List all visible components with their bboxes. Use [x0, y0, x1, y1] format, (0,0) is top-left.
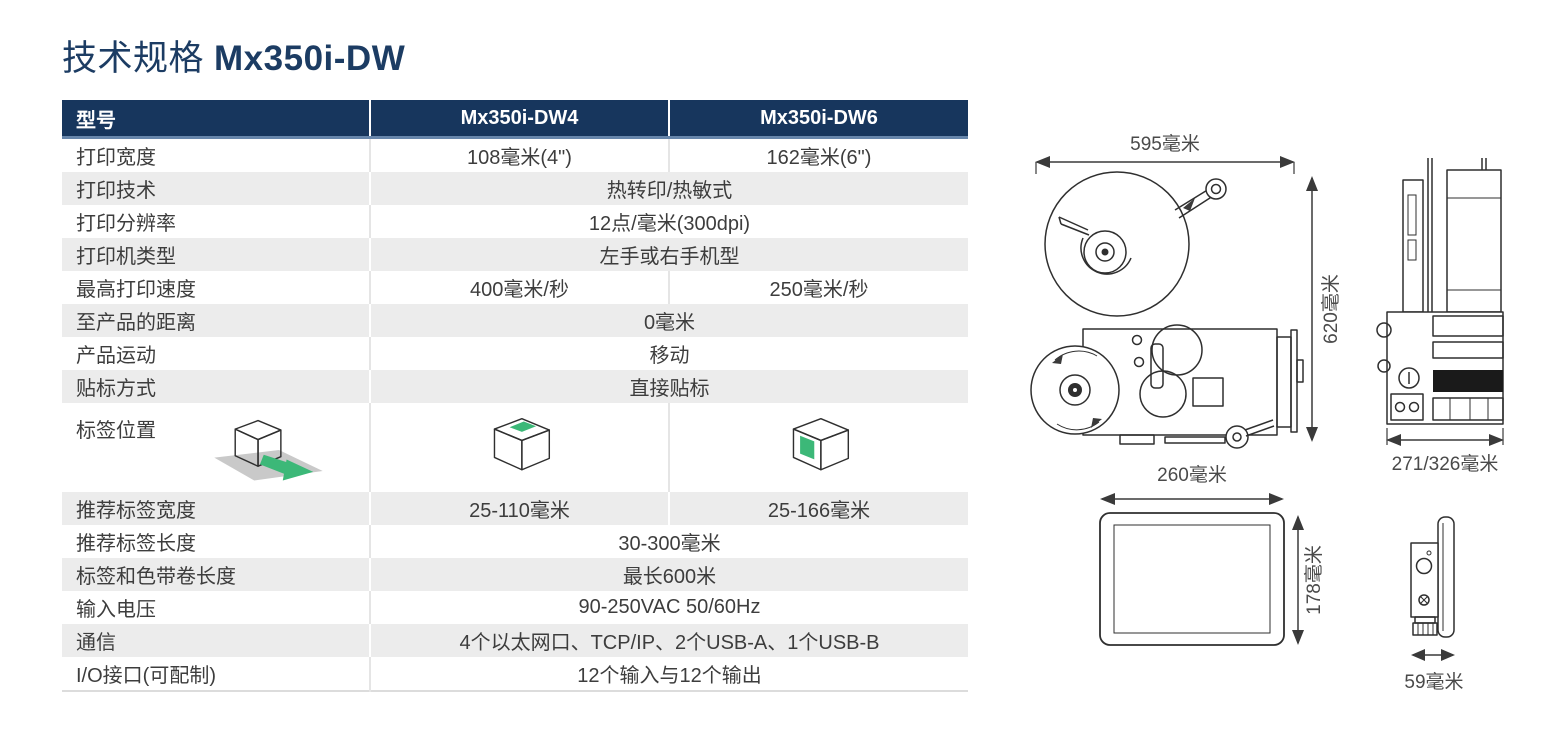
row-value-dw6: 162毫米(6")	[766, 147, 872, 169]
row-value-dw6: 250毫米/秒	[769, 279, 869, 301]
table-row: 通信 4个以太网口、TCP/IP、2个USB-A、1个USB-B	[62, 624, 968, 657]
row-label: 标签位置	[76, 419, 156, 442]
spec-table: 型号 Mx350i-DW4 Mx350i-DW6 打印宽度 108毫米(4") …	[62, 100, 968, 692]
row-value: 0毫米	[643, 312, 696, 334]
row-value: 最长600米	[622, 566, 717, 588]
row-value-dw6: 25-166毫米	[767, 500, 871, 522]
row-label: 贴标方式	[62, 370, 371, 403]
table-row: 打印宽度 108毫米(4") 162毫米(6")	[62, 137, 968, 172]
table-header-row: 型号 Mx350i-DW4 Mx350i-DW6	[62, 100, 968, 139]
row-value: 30-300毫米	[618, 533, 721, 555]
side-view-width-label: 595毫米	[1130, 133, 1200, 155]
row-label: 最高打印速度	[62, 271, 371, 304]
row-label: 标签和色带卷长度	[62, 558, 371, 591]
table-row: 至产品的距离 0毫米	[62, 304, 968, 337]
row-value-dw4-cell	[370, 403, 670, 492]
row-value: 12个输入与12个输出	[577, 665, 762, 687]
row-value-dw4: 108毫米(4")	[370, 137, 670, 172]
row-label: 打印宽度	[62, 137, 371, 172]
row-label: 通信	[62, 624, 371, 657]
row-label: 打印分辨率	[62, 205, 371, 238]
row-label-cell: 标签位置	[62, 403, 371, 492]
touchscreen-side-diagram: 59毫米	[1393, 503, 1483, 718]
row-value-dw6-cell	[669, 403, 968, 492]
side-view-height-label: 620毫米	[1320, 274, 1342, 344]
row-label: 输入电压	[62, 591, 371, 624]
row-label: 产品运动	[62, 337, 371, 370]
table-row: 推荐标签长度 30-300毫米	[62, 525, 968, 558]
table-row: 打印技术 热转印/热敏式	[62, 172, 968, 205]
table-row: I/O接口(可配制) 12个输入与12个输出	[62, 657, 968, 691]
header-dw6: Mx350i-DW6	[669, 100, 968, 139]
page-title-model: Mx350i-DW	[214, 39, 406, 78]
box-label-on-top-icon	[493, 417, 550, 470]
row-value-dw4: 400毫米/秒	[370, 271, 670, 304]
table-row: 最高打印速度 400毫米/秒 250毫米/秒	[62, 271, 968, 304]
box-on-conveyor-arrow-icon	[214, 419, 323, 480]
table-row: 推荐标签宽度 25-110毫米 25-166毫米	[62, 492, 968, 525]
front-view-width-label: 271/326毫米	[1392, 453, 1499, 475]
page-title-prefix: 技术规格	[62, 39, 205, 78]
table-row: 打印分辨率 12点/毫米(300dpi)	[62, 205, 968, 238]
header-dw4: Mx350i-DW4	[370, 100, 670, 139]
box-label-on-side-icon	[792, 417, 850, 470]
row-label: 推荐标签长度	[62, 525, 371, 558]
row-value: 直接贴标	[629, 378, 710, 400]
row-value: 热转印/热敏式	[606, 180, 733, 202]
row-value: 4个以太网口、TCP/IP、2个USB-A、1个USB-B	[459, 632, 880, 654]
touchscreen-width-label: 260毫米	[1157, 464, 1227, 486]
touchscreen-front-diagram: 260毫米 178毫米	[1082, 463, 1332, 673]
touchscreen-height-label: 178毫米	[1303, 545, 1325, 615]
table-row-label-position: 标签位置	[62, 403, 968, 492]
row-value: 移动	[649, 345, 690, 367]
row-value-dw4: 25-110毫米	[370, 492, 670, 525]
row-label: 打印技术	[62, 172, 371, 205]
table-row: 打印机类型 左手或右手机型	[62, 238, 968, 271]
table-row: 输入电压 90-250VAC 50/60Hz	[62, 591, 968, 624]
row-value: 90-250VAC 50/60Hz	[578, 596, 761, 618]
row-label: 推荐标签宽度	[62, 492, 371, 525]
table-row: 贴标方式 直接贴标	[62, 370, 968, 403]
touchscreen-side-width-label: 59毫米	[1404, 671, 1463, 693]
row-label: 至产品的距离	[62, 304, 371, 337]
row-label: I/O接口(可配制)	[62, 657, 371, 691]
row-value: 12点/毫米(300dpi)	[588, 213, 751, 235]
row-value: 左手或右手机型	[599, 246, 740, 268]
header-model: 型号	[62, 100, 371, 139]
table-row: 标签和色带卷长度 最长600米	[62, 558, 968, 591]
machine-side-view-diagram: 595毫米 620毫米	[1025, 132, 1355, 472]
table-row: 产品运动 移动	[62, 337, 968, 370]
machine-front-view-diagram: 271/326毫米	[1375, 140, 1515, 490]
row-label: 打印机类型	[62, 238, 371, 271]
